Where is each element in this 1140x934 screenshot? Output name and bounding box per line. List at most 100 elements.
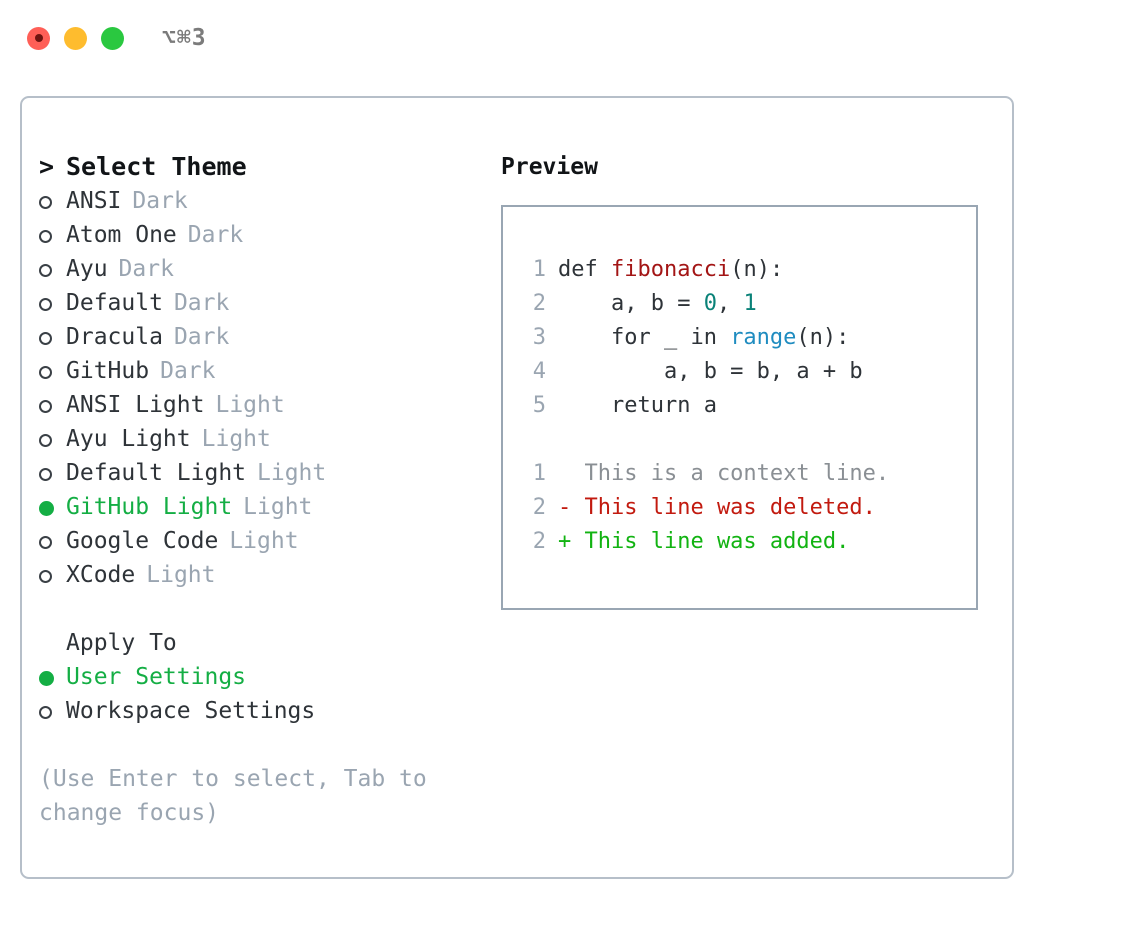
theme-item-4[interactable]: Dracula Dark (39, 320, 492, 354)
apply-option-0[interactable]: User Settings (39, 660, 492, 694)
diff-sample: 1 This is a context line. 2 - This line wa… (520, 457, 976, 559)
radio-unselected-icon (39, 389, 66, 423)
theme-item-label: Ayu Light (66, 426, 191, 452)
theme-item-label: XCode (66, 562, 136, 588)
apply-option-label: User Settings (66, 664, 247, 690)
theme-item-11[interactable]: XCode Light (39, 558, 492, 592)
code-token: a, b = (558, 291, 704, 316)
line-number: 1 (532, 461, 546, 486)
close-button[interactable] (27, 26, 50, 50)
theme-mode-tag: Dark (187, 222, 244, 248)
theme-mode-tag: Light (215, 392, 285, 418)
radio-unselected-icon (39, 219, 66, 253)
line-number: 3 (532, 325, 546, 350)
line-number: 4 (532, 359, 546, 384)
code-token: 0 (703, 291, 717, 316)
theme-item-3[interactable]: Default Dark (39, 286, 492, 320)
title-bar: ⌥⌘3 (0, 0, 1140, 76)
radio-unselected-icon (39, 423, 66, 457)
theme-item-label: Default Light (66, 460, 247, 486)
theme-mode-tag: Dark (132, 188, 188, 214)
radio-selected-icon (39, 661, 66, 695)
spacer (39, 592, 492, 626)
select-theme-title: Select Theme (66, 152, 247, 181)
theme-item-label: Dracula (66, 324, 163, 350)
diff-line: 1 This is a context line. (520, 457, 976, 491)
code-token: 1 (743, 291, 757, 316)
apply-option-label: Workspace Settings (66, 698, 316, 724)
radio-unselected-icon (39, 185, 66, 219)
radio-unselected-icon (39, 695, 66, 729)
theme-item-0[interactable]: ANSI Dark (39, 184, 492, 218)
diff-text: - This line was deleted. (558, 495, 876, 520)
line-number: 2 (532, 291, 546, 316)
theme-mode-tag: Light (243, 494, 313, 520)
radio-unselected-icon (39, 253, 66, 287)
radio-unselected-icon (39, 287, 66, 321)
theme-item-label: Google Code (66, 528, 219, 554)
theme-mode-tag: Dark (173, 324, 230, 350)
line-number: 5 (532, 393, 546, 418)
radio-unselected-icon (39, 321, 66, 355)
apply-option-1[interactable]: Workspace Settings (39, 694, 492, 728)
radio-unselected-icon (39, 457, 66, 491)
code-token: , (716, 291, 744, 316)
line-number: 2 (532, 495, 546, 520)
theme-mode-tag: Light (146, 562, 216, 588)
theme-mode-tag: Dark (118, 256, 174, 282)
code-line: 2 a, b = 0, 1 (520, 287, 976, 321)
theme-mode-tag: Dark (173, 290, 230, 316)
code-token: (n): (796, 325, 850, 350)
code-line: 4 a, b = b, a + b (520, 355, 976, 389)
code-line: 5 return a (520, 389, 976, 423)
code-token: def (558, 257, 611, 282)
apply-to-title: Apply To (66, 630, 177, 656)
code-token: fibonacci (610, 257, 731, 282)
theme-item-label: ANSI Light (66, 392, 205, 418)
line-number: 2 (532, 529, 546, 554)
radio-unselected-icon (39, 559, 66, 593)
keyboard-shortcut-label: ⌥⌘3 (162, 25, 207, 51)
theme-mode-tag: Light (257, 460, 327, 486)
theme-item-label: Default (66, 290, 163, 316)
code-line: 3 for _ in range(n): (520, 321, 976, 355)
radio-unselected-icon (39, 355, 66, 389)
select-theme-header: > Select Theme (39, 150, 492, 184)
spacer (520, 423, 976, 457)
zoom-button[interactable] (101, 26, 124, 50)
theme-item-7[interactable]: Ayu Light Light (39, 422, 492, 456)
code-token: a, b = b, a + b (558, 359, 863, 384)
theme-mode-tag: Dark (160, 358, 216, 384)
radio-unselected-icon (39, 525, 66, 559)
close-icon (34, 34, 43, 42)
diff-line: 2 - This line was deleted. (520, 491, 976, 525)
theme-item-label: ANSI (66, 188, 122, 214)
theme-mode-tag: Light (201, 426, 271, 452)
minimize-button[interactable] (64, 26, 87, 50)
code-token: return a (558, 393, 717, 418)
code-token: range (730, 325, 797, 350)
theme-item-8[interactable]: Default Light Light (39, 456, 492, 490)
line-number: 1 (532, 257, 546, 282)
preview-title: Preview (501, 154, 598, 180)
theme-item-label: Atom One (66, 222, 177, 248)
theme-item-6[interactable]: ANSI Light Light (39, 388, 492, 422)
code-token: for _ in (558, 325, 731, 350)
caret-icon: > (39, 152, 55, 181)
diff-text: + This line was added. (558, 529, 850, 554)
keyboard-hint: (Use Enter to select, Tab to change focu… (39, 766, 427, 826)
diff-text: This is a context line. (558, 461, 890, 486)
theme-item-1[interactable]: Atom One Dark (39, 218, 492, 252)
